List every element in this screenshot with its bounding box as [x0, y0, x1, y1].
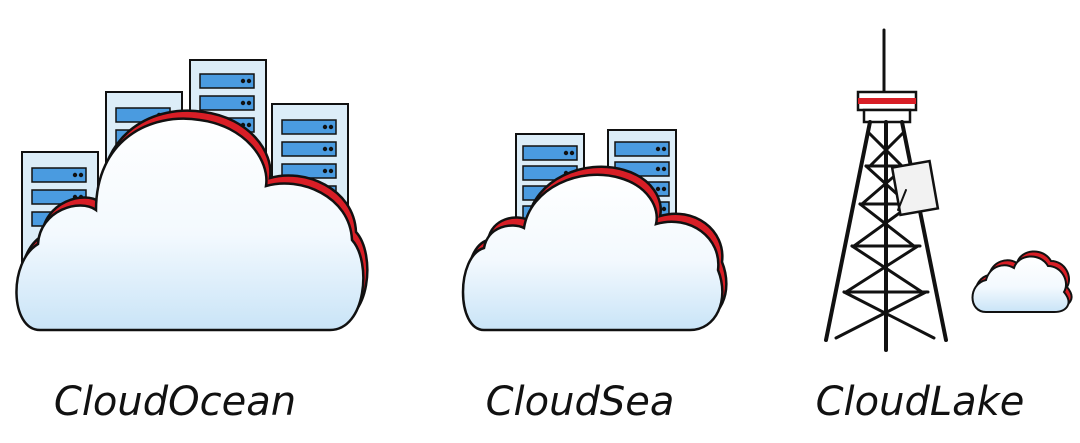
cloud-lake-label: CloudLake: [815, 379, 1025, 425]
cloud-sea-graphic: [461, 129, 728, 332]
cloud-icon: [15, 109, 369, 332]
cloud-lake-graphic: [824, 28, 1073, 352]
cloud-ocean-label: CloudOcean: [53, 379, 297, 425]
cloud-icon: [461, 165, 728, 332]
cloud-ocean-graphic: [15, 59, 369, 332]
cloud-sea-label: CloudSea: [485, 379, 675, 425]
transmission-tower-icon: [824, 28, 948, 352]
small-cloud-icon: [971, 250, 1073, 313]
